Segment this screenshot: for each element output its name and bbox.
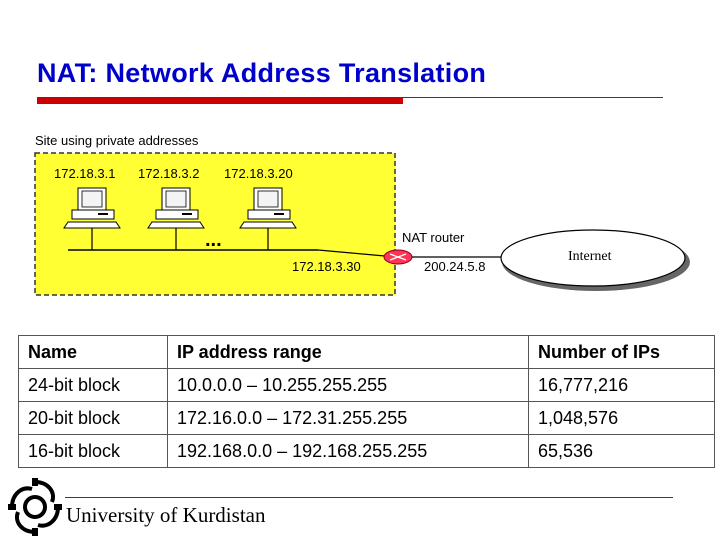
table-row: 24-bit block 10.0.0.0 – 10.255.255.255 1…	[18, 368, 715, 402]
footer-rule	[65, 497, 673, 498]
col-header-count: Number of IPs	[528, 335, 715, 369]
footer-university-name: University of Kurdistan	[66, 503, 266, 527]
university-logo-icon	[8, 478, 62, 536]
table-row: 16-bit block 192.168.0.0 – 192.168.255.2…	[18, 434, 715, 468]
cell-count: 1,048,576	[528, 401, 715, 435]
col-header-range: IP address range	[167, 335, 529, 369]
cell-range: 10.0.0.0 – 10.255.255.255	[167, 368, 529, 402]
cell-range: 172.16.0.0 – 172.31.255.255	[167, 401, 529, 435]
cell-name: 24-bit block	[18, 368, 168, 402]
cell-range: 192.168.0.0 – 192.168.255.255	[167, 434, 529, 468]
cell-count: 16,777,216	[528, 368, 715, 402]
private-address-table: Name IP address range Number of IPs 24-b…	[18, 335, 715, 468]
host-ip-2: 172.18.3.2	[138, 166, 199, 181]
router-label: NAT router	[402, 230, 465, 245]
router-public-ip: 200.24.5.8	[424, 259, 485, 274]
slide-title: NAT: Network Address Translation	[37, 58, 487, 88]
cell-count: 65,536	[528, 434, 715, 468]
title-underline-thick	[37, 97, 403, 104]
nat-router-icon	[383, 249, 413, 265]
host-ip-1: 172.18.3.1	[54, 166, 115, 181]
cell-name: 20-bit block	[18, 401, 168, 435]
nat-diagram: Site using private addresses 172.18.3.1 …	[34, 133, 690, 296]
internet-label: Internet	[568, 249, 612, 264]
internet-cloud	[500, 229, 690, 291]
cell-name: 16-bit block	[18, 434, 168, 468]
table-row: 20-bit block 172.16.0.0 – 172.31.255.255…	[18, 401, 715, 435]
title-underline-thin	[403, 97, 663, 98]
table-header-row: Name IP address range Number of IPs	[18, 335, 715, 369]
hosts-ellipsis: ...	[205, 229, 222, 251]
col-header-name: Name	[18, 335, 168, 369]
host-ip-3: 172.18.3.20	[224, 166, 293, 181]
router-private-ip: 172.18.3.30	[292, 259, 361, 274]
site-label: Site using private addresses	[35, 133, 199, 148]
